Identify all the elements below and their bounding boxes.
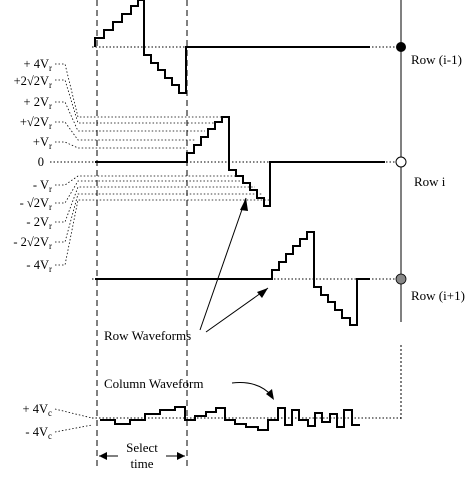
level-reference-lines <box>55 63 270 266</box>
level-label: + 4Vr <box>24 57 52 73</box>
arrowhead-row-next <box>257 288 268 298</box>
level-label: - Vr <box>33 178 52 194</box>
level-label: + 2Vr <box>24 95 52 111</box>
row-cur-label: Row i <box>414 174 446 189</box>
level-label: - 2Vr <box>26 215 52 231</box>
column-level-plus: + 4Vc <box>23 402 52 418</box>
select-arrow-right <box>177 452 185 460</box>
select-time-label-line2: time <box>130 456 153 471</box>
level-label: - 2√2Vr <box>13 235 52 251</box>
column-level-minus: - 4Vc <box>25 425 52 441</box>
level-label: - 4Vr <box>26 258 52 274</box>
row-waveforms-label: Row Waveforms <box>104 328 191 343</box>
level-label: +Vr <box>33 135 52 151</box>
level-label: - √2Vr <box>20 196 52 212</box>
row-next-waveform <box>95 231 370 326</box>
row-cur-waveform <box>95 116 385 207</box>
select-time-label-bg <box>118 440 166 472</box>
row-next-node <box>395 273 407 285</box>
column-minus-leader <box>54 424 93 433</box>
row-prev-label: Row (i-1) <box>411 52 462 67</box>
column-plus-leader <box>54 408 93 419</box>
select-time-label-line1: Select <box>126 440 158 455</box>
row-next-label: Row (i+1) <box>411 288 465 303</box>
level-label: 0 <box>38 155 44 169</box>
row-prev-waveform <box>94 0 370 94</box>
level-label: +√2Vr <box>20 115 52 131</box>
row-cur-node <box>395 156 407 168</box>
voltage-labels: + 4Vr +2√2Vr + 2Vr +√2Vr +Vr 0 - Vr - √2… <box>13 57 52 274</box>
row-prev-node <box>396 42 406 52</box>
column-waveform-label: Column Waveform <box>104 376 203 391</box>
column-waveform <box>100 406 360 431</box>
column-waveform-arrow <box>231 382 273 397</box>
arrowhead-row-cur <box>240 198 248 211</box>
row-waveforms-arrows <box>199 197 269 333</box>
level-label: +2√2Vr <box>14 74 52 90</box>
select-arrow-left <box>99 452 107 460</box>
arrowhead-column <box>266 389 274 400</box>
